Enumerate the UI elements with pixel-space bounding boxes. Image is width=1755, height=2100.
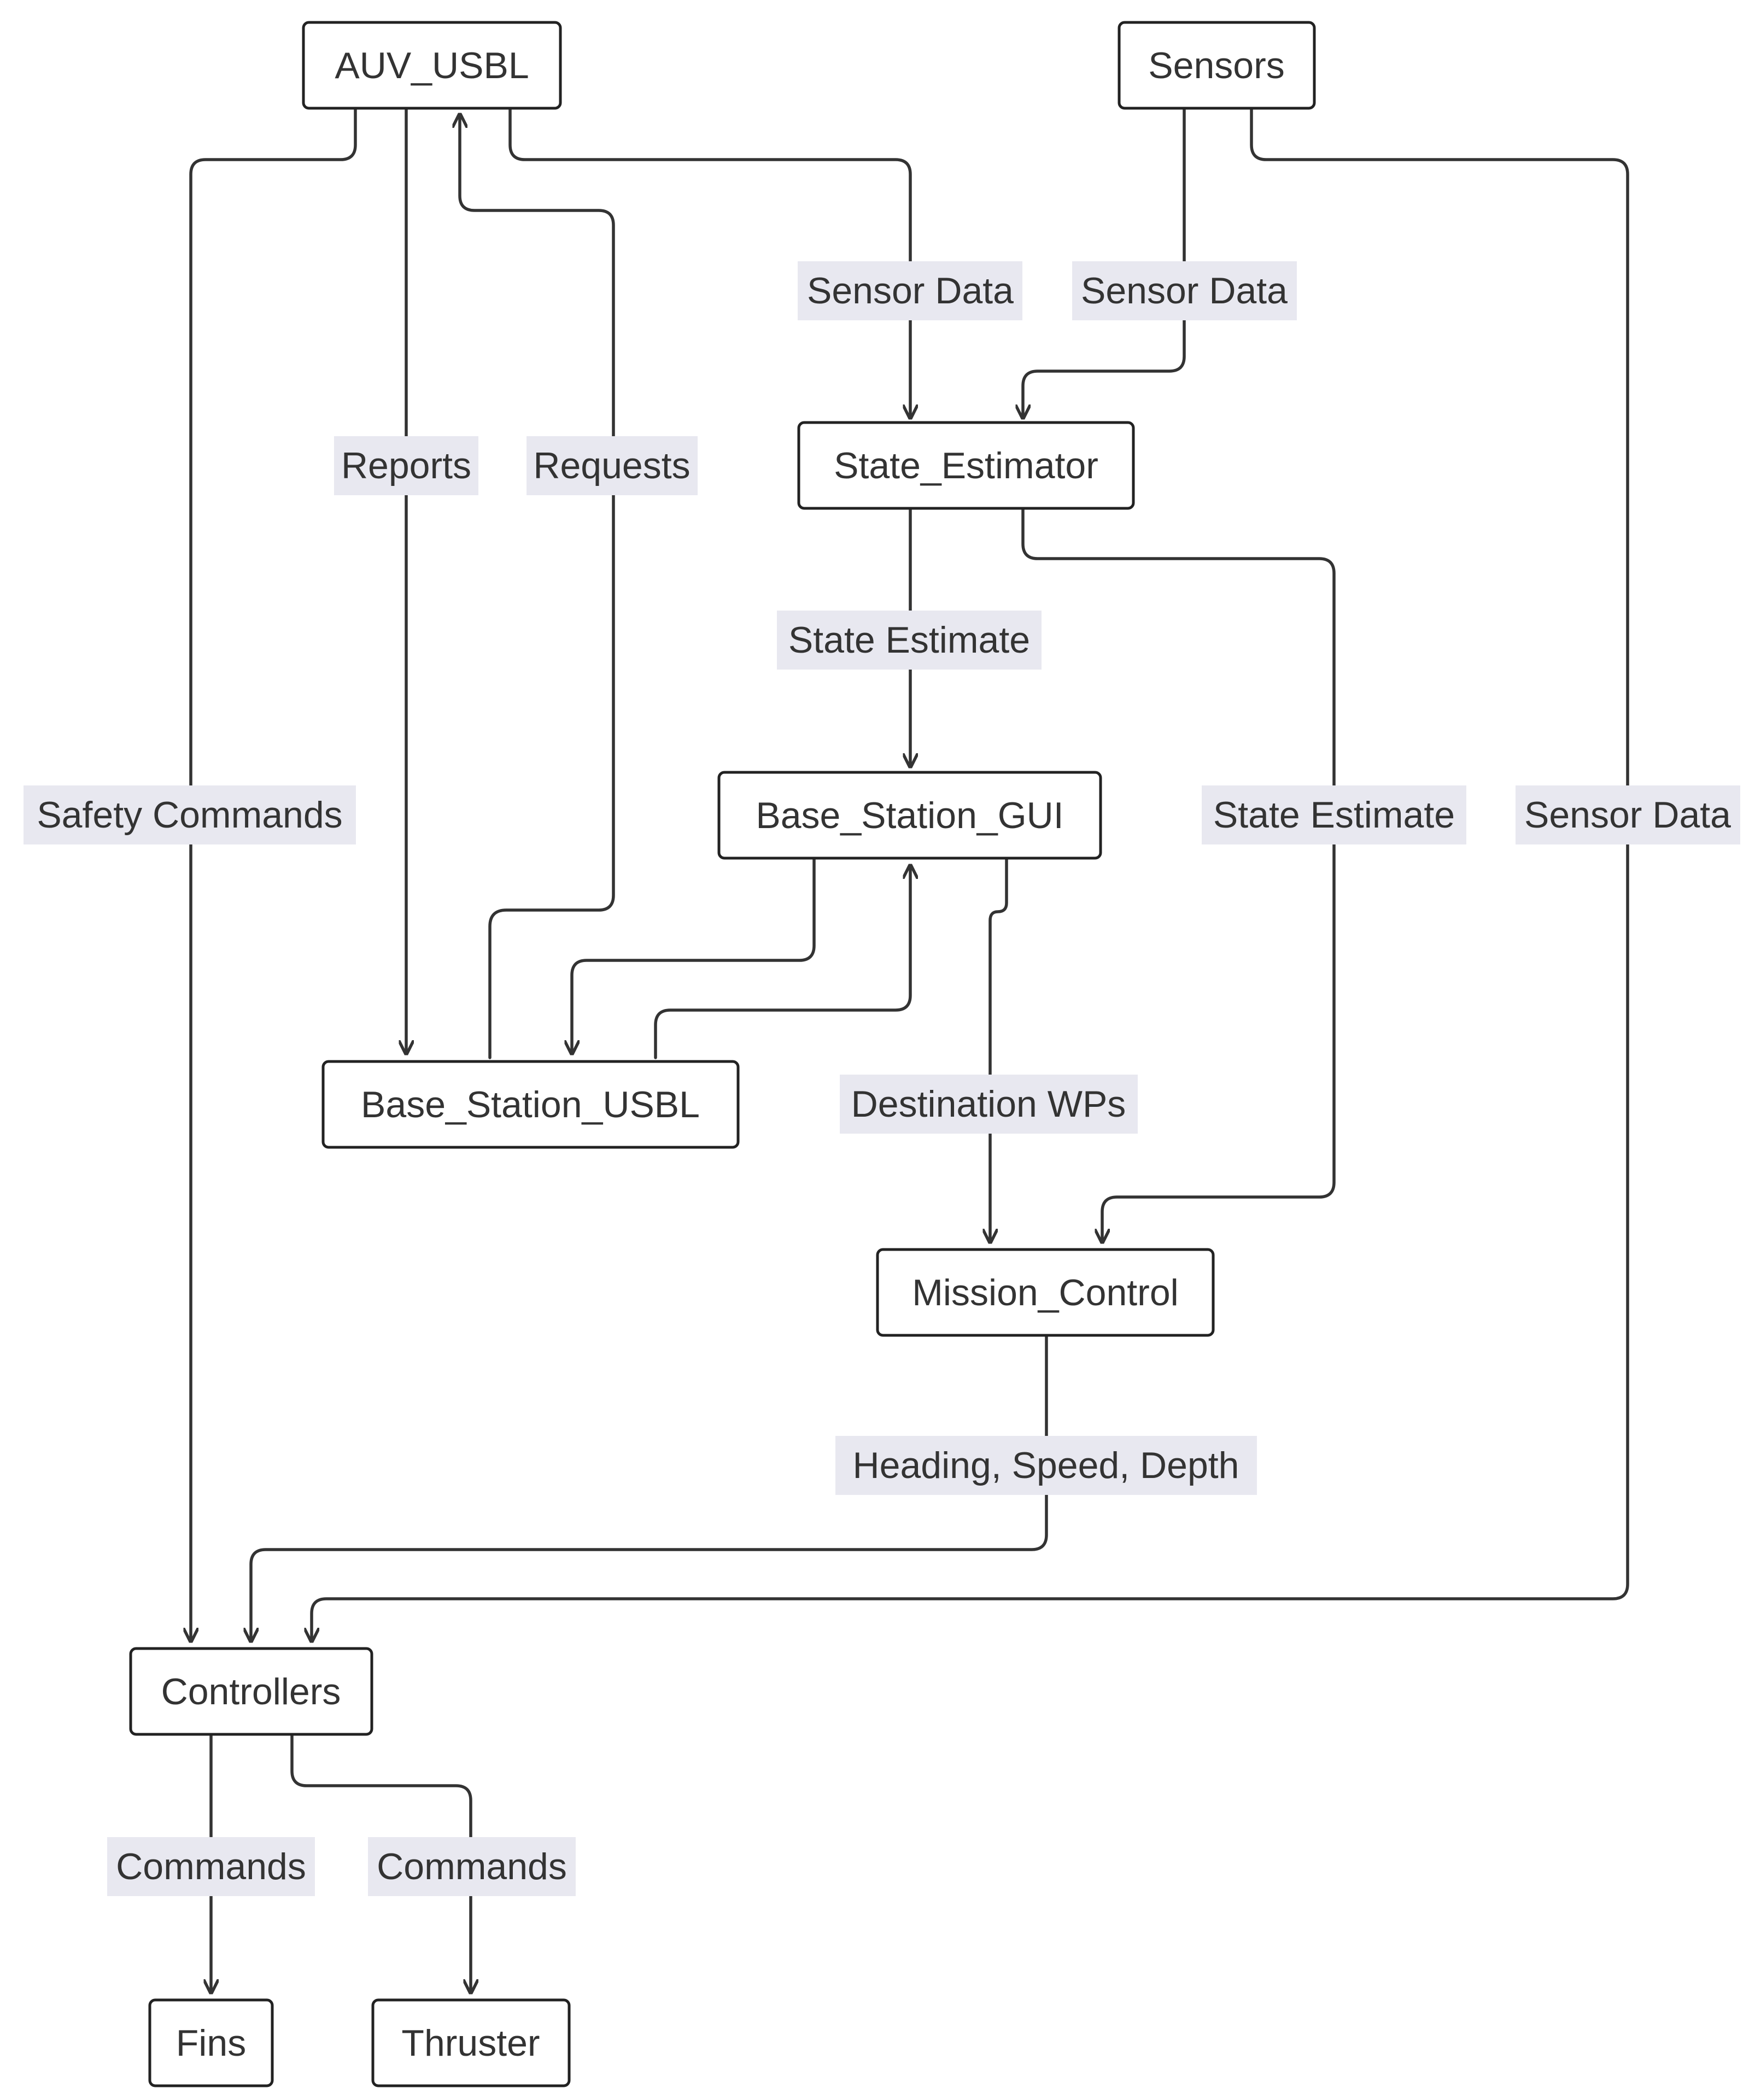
- edge-controllers-to-thruster: [290, 1733, 471, 1991]
- svg-text:Controllers: Controllers: [161, 1671, 341, 1712]
- edge-label-sensor-data-auv: Sensor Data: [798, 261, 1022, 320]
- edge-label-state-estimate-gui: State Estimate: [777, 611, 1042, 670]
- edge-label-commands-fins: Commands: [107, 1837, 315, 1896]
- node-base-station-usbl[interactable]: Base_Station_USBL: [321, 1060, 740, 1149]
- svg-text:Commands: Commands: [377, 1846, 567, 1887]
- edge-bs-usbl-to-gui: [654, 867, 910, 1059]
- node-controllers[interactable]: Controllers: [129, 1647, 373, 1736]
- svg-text:Sensor Data: Sensor Data: [1524, 794, 1731, 836]
- svg-text:Sensors: Sensors: [1148, 45, 1284, 86]
- edge-label-sensor-data-controllers: Sensor Data: [1516, 785, 1740, 844]
- svg-text:Destination WPs: Destination WPs: [851, 1083, 1126, 1125]
- node-mission-control[interactable]: Mission_Control: [876, 1248, 1215, 1337]
- node-fins[interactable]: Fins: [148, 1998, 274, 2087]
- svg-text:Safety Commands: Safety Commands: [37, 794, 342, 836]
- edge-sensors-to-estimator: [1023, 108, 1186, 417]
- edge-auv-to-controllers: [191, 108, 357, 1640]
- edge-sensors-to-controllers: [312, 108, 1629, 1640]
- svg-text:Thruster: Thruster: [401, 2022, 540, 2064]
- edge-labels: Sensor Data Sensor Data Reports Requests…: [24, 261, 1740, 1896]
- svg-text:Heading, Speed, Depth: Heading, Speed, Depth: [853, 1445, 1239, 1486]
- svg-text:AUV_USBL: AUV_USBL: [335, 45, 529, 86]
- edge-label-destination-wps: Destination WPs: [840, 1075, 1138, 1134]
- svg-text:Base_Station_GUI: Base_Station_GUI: [756, 795, 1063, 836]
- node-base-station-gui[interactable]: Base_Station_GUI: [717, 771, 1102, 860]
- edge-label-heading-speed-depth: Heading, Speed, Depth: [835, 1436, 1257, 1495]
- edge-label-reports: Reports: [334, 436, 478, 495]
- edge-bs-usbl-to-auv: [460, 116, 615, 1059]
- nodes: AUV_USBL Sensors State_Estimator Base_St…: [129, 21, 1316, 2087]
- edge-label-requests: Requests: [526, 436, 698, 495]
- svg-text:Sensor Data: Sensor Data: [807, 270, 1014, 312]
- edge-gui-to-bs-usbl: [572, 857, 816, 1052]
- node-thruster[interactable]: Thruster: [371, 1998, 571, 2087]
- svg-text:State Estimate: State Estimate: [788, 619, 1030, 661]
- edge-label-sensor-data-sensors: Sensor Data: [1072, 261, 1297, 320]
- svg-text:Sensor Data: Sensor Data: [1081, 270, 1288, 312]
- edge-gui-to-mission: [990, 857, 1008, 1241]
- node-state-estimator[interactable]: State_Estimator: [797, 421, 1135, 510]
- svg-text:Commands: Commands: [116, 1846, 306, 1887]
- edge-label-state-estimate-mission: State Estimate: [1202, 785, 1466, 844]
- edges: [191, 108, 1629, 1991]
- svg-text:Reports: Reports: [341, 445, 471, 486]
- svg-text:State_Estimator: State_Estimator: [834, 445, 1098, 486]
- svg-text:Requests: Requests: [533, 445, 690, 486]
- edge-label-commands-thruster: Commands: [368, 1837, 576, 1896]
- svg-text:State Estimate: State Estimate: [1213, 794, 1455, 836]
- svg-text:Fins: Fins: [176, 2022, 246, 2064]
- node-sensors[interactable]: Sensors: [1118, 21, 1316, 110]
- svg-text:Base_Station_USBL: Base_Station_USBL: [361, 1084, 700, 1125]
- node-auv-usbl[interactable]: AUV_USBL: [302, 21, 562, 110]
- edge-label-safety-commands: Safety Commands: [24, 785, 356, 844]
- edge-mission-to-controllers: [251, 1332, 1048, 1640]
- svg-text:Mission_Control: Mission_Control: [912, 1272, 1179, 1313]
- edge-auv-to-estimator: [508, 108, 910, 417]
- edge-estimator-to-mission: [1021, 507, 1336, 1241]
